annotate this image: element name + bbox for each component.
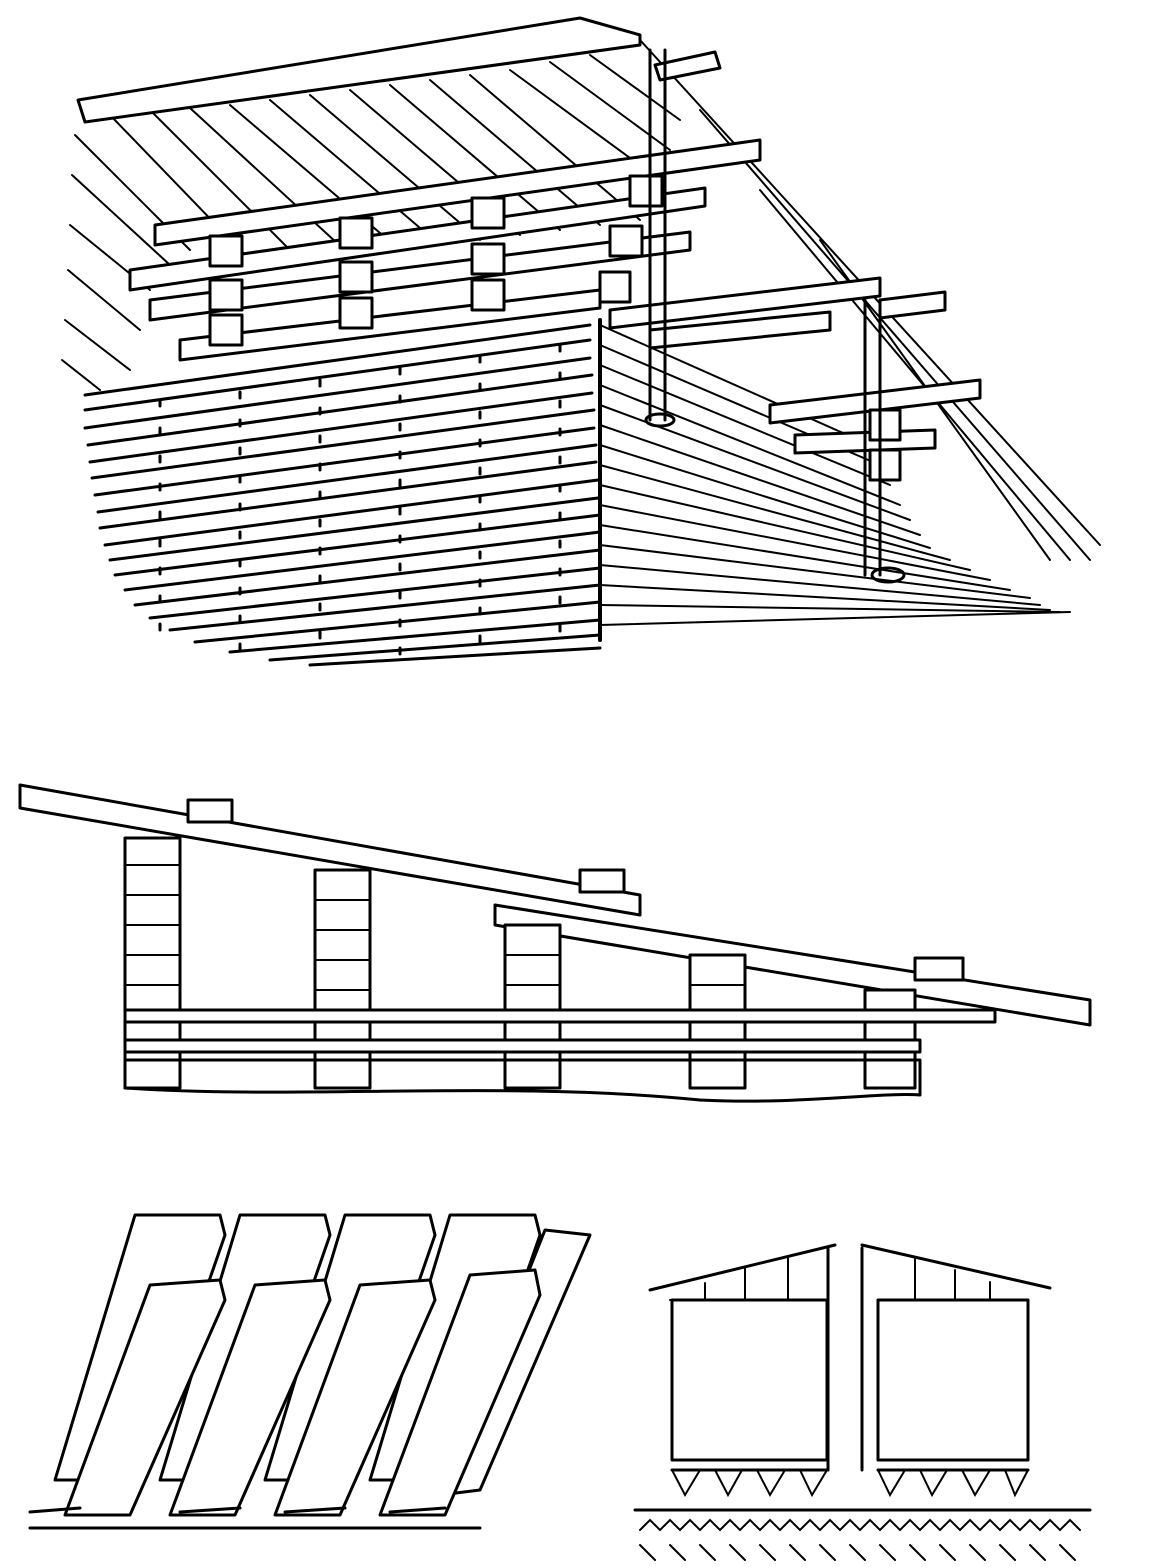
beam-block	[913, 956, 965, 982]
beam-block	[578, 868, 626, 894]
lumber-stack-side-face	[598, 318, 1071, 642]
panel-stacked-lumber-side-view	[18, 783, 1092, 1103]
stack-stickers	[128, 138, 982, 455]
front-row-boards	[63, 1268, 542, 1517]
roof-batten-top	[76, 16, 642, 124]
roof-support-posts	[644, 48, 906, 584]
roof-beam-upper	[18, 783, 642, 917]
roof-batten-right	[653, 50, 722, 82]
panel-stacked-lumber-perspective	[61, 16, 1101, 667]
sticker-end-blocks	[208, 174, 902, 482]
beam-block	[186, 798, 234, 824]
horizontal-board-layers	[123, 1008, 997, 1103]
panel-roof-covering-boards	[28, 1213, 592, 1530]
roof-beam-lower	[493, 903, 1092, 1027]
panel-lumber-shed-elevation-visible	[633, 1243, 1092, 1561]
board-base-ground	[28, 1506, 482, 1530]
lumber-stack-front-face	[83, 323, 602, 667]
